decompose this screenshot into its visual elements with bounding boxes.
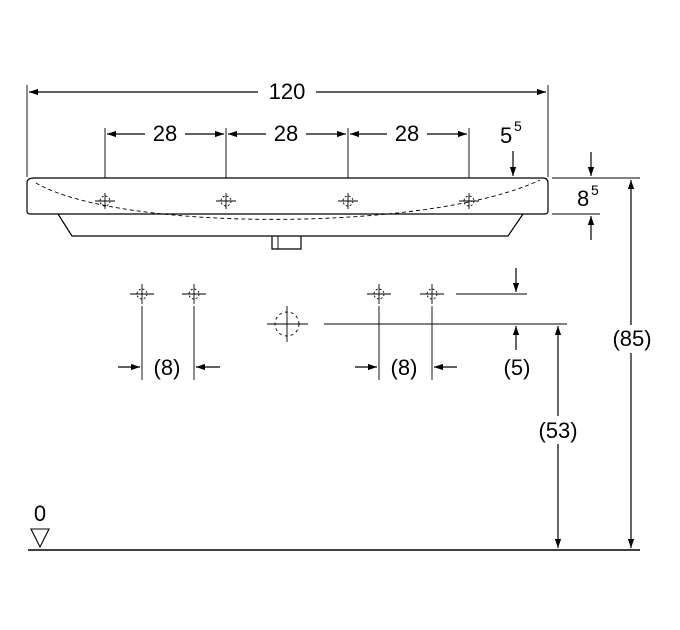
tap-hole-spacing-dimensions: 28 28 28 [104, 120, 470, 178]
drain-connection-marker [267, 306, 308, 342]
spacing-label-1: 28 [153, 121, 177, 146]
tap-hole-marker [95, 193, 115, 209]
floor-level-triangle-icon [30, 528, 50, 549]
supply-spacing-right-label: (8) [391, 355, 418, 380]
overall-width-dimension: 120 [26, 78, 549, 177]
rim-thickness-superscript: 5 [591, 182, 599, 198]
supply-connection-marker [367, 284, 391, 304]
floor-level-reference: 0 [28, 501, 640, 551]
edge-offset-dimension: 5 5 [500, 118, 522, 176]
drain-height-dimension: (53) [533, 326, 583, 548]
supply-spacing-left-dimension: (8) [118, 306, 220, 380]
spacing-label-3: 28 [395, 121, 419, 146]
svg-text:5: 5 [500, 123, 512, 148]
supply-connection-marker [182, 284, 206, 304]
total-height-label: (85) [612, 326, 651, 351]
basin-front-view [26, 177, 549, 250]
spacing-label-2: 28 [274, 121, 298, 146]
supply-spacing-right-dimension: (8) [355, 306, 457, 380]
drain-height-label: (53) [538, 418, 577, 443]
supply-drop-label: (5) [504, 355, 531, 380]
total-height-dimension: (85) [606, 180, 656, 548]
overall-width-label: 120 [269, 79, 306, 104]
rim-thickness-label: 8 [577, 186, 589, 211]
supply-drop-dimension: (5) [324, 268, 567, 380]
edge-offset-superscript: 5 [514, 118, 522, 134]
tap-hole-marker [459, 193, 479, 209]
supply-connection-marker [420, 284, 444, 304]
rim-thickness-dimension: 8 5 [552, 152, 640, 240]
svg-text:8: 8 [577, 186, 589, 211]
floor-level-label: 0 [34, 501, 46, 526]
wall-connection-markers [130, 284, 444, 342]
tap-hole-marker [216, 193, 236, 209]
edge-offset-label: 5 [500, 123, 512, 148]
supply-connection-marker [130, 284, 154, 304]
tap-hole-marker [338, 193, 358, 209]
supply-spacing-left-label: (8) [154, 355, 181, 380]
